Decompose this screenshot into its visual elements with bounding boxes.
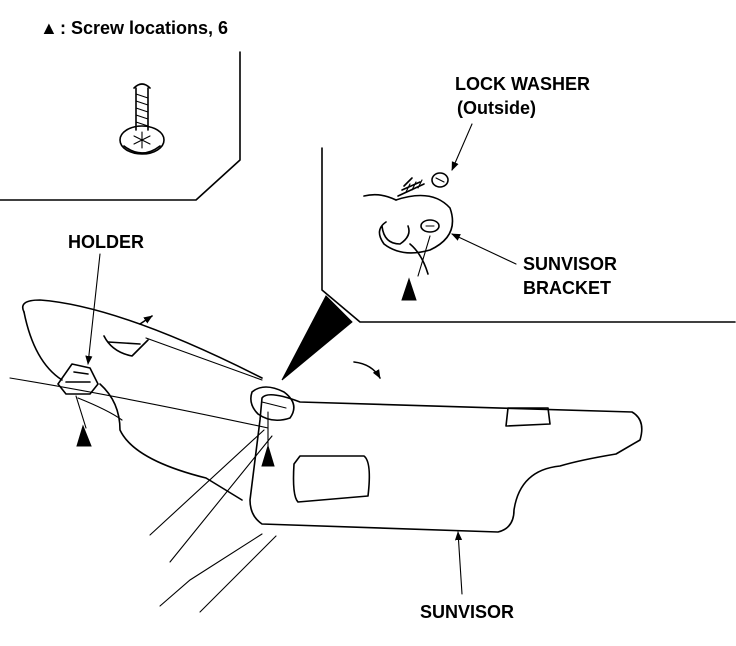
part-labels: LOCK WASHER (Outside) HOLDER SUNVISOR BR…	[68, 74, 617, 622]
inset-border	[0, 51, 241, 201]
holder-leader	[85, 253, 101, 365]
label-leaders	[85, 123, 517, 595]
inset-border	[321, 147, 736, 323]
callout-wedge	[281, 295, 353, 381]
holder-removal-arrow	[139, 315, 153, 325]
sunvisor-rotation-arrow	[353, 361, 381, 379]
sunvisor-stowed-outline	[21, 299, 263, 501]
lock-washer-label: LOCK WASHER	[455, 74, 590, 94]
vanity-mirror	[292, 455, 371, 503]
sunvisor-label: SUNVISOR	[420, 602, 514, 622]
headliner-outline	[9, 377, 277, 613]
legend-text: : Screw locations, 6	[60, 18, 228, 38]
screw-legend: ▲ : Screw locations, 6	[40, 18, 228, 38]
screw-marker-pivot	[261, 444, 275, 467]
sunvisor-body	[249, 386, 643, 533]
screw-illustration	[119, 83, 165, 155]
sunvisor-bracket-label: SUNVISOR	[523, 254, 617, 274]
sunvisor-bracket-leader	[451, 233, 517, 265]
sunvisor-clip-tab	[505, 407, 551, 427]
holder-label: HOLDER	[68, 232, 144, 252]
screw-inset-panel	[0, 51, 241, 201]
sunvisor-bracket-illustration	[363, 172, 454, 275]
sunvisor-bracket-sub-label: BRACKET	[523, 278, 611, 298]
bracket-inset-panel	[281, 147, 736, 381]
screw-marker-bracket	[401, 277, 417, 301]
sunvisor-leader	[454, 531, 463, 595]
motion-arrows	[139, 315, 381, 379]
lock-washer-leader	[451, 123, 473, 171]
holder-clip	[57, 363, 99, 429]
screw-marker-holder	[76, 424, 92, 447]
sunvisor-pivot-mount	[250, 386, 295, 422]
screw-location-markers	[76, 235, 431, 467]
lock-washer-sub-label: (Outside)	[457, 98, 536, 118]
legend-symbol: ▲	[40, 18, 58, 38]
